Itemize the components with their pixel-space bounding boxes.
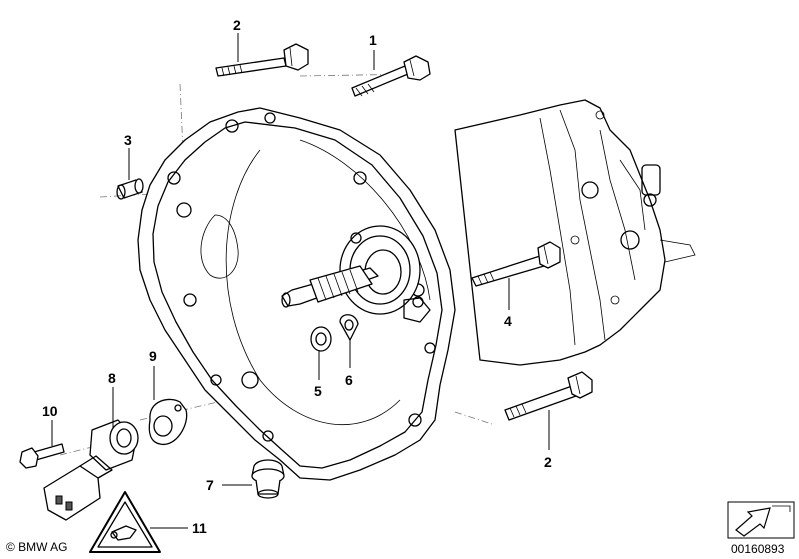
callout-11: 11 [192, 520, 207, 536]
callout-7: 7 [206, 477, 214, 493]
callout-6: 6 [345, 372, 353, 388]
input-shaft [281, 265, 379, 308]
callout-5: 5 [314, 383, 322, 399]
plug-7 [251, 459, 285, 499]
dowel-sleeve-3 [116, 178, 144, 200]
sensor-8 [43, 419, 139, 521]
transmission-housing [137, 99, 696, 481]
callout-2-top: 2 [233, 17, 241, 33]
callouts: 1 2 2 3 4 5 6 7 8 9 10 11 [42, 17, 552, 536]
callout-9: 9 [149, 348, 157, 364]
nut-5 [310, 326, 332, 352]
bolt-2-top [215, 43, 309, 77]
bolt-2-bottom [504, 371, 593, 421]
leader-lines [51, 33, 550, 529]
bolt-1 [351, 55, 431, 97]
gasket-9 [148, 398, 188, 445]
diagram-number: 00160893 [731, 542, 785, 556]
seal-6 [339, 314, 359, 341]
callout-10: 10 [42, 403, 58, 419]
copyright-text: © BMW AG [6, 540, 68, 554]
bolt-10 [19, 443, 65, 469]
callout-8: 8 [108, 370, 116, 386]
flange-bosses [167, 112, 436, 442]
warning-label-11 [89, 491, 161, 553]
callout-4: 4 [504, 313, 512, 329]
callout-2-bottom: 2 [544, 454, 552, 470]
callout-3: 3 [124, 132, 132, 148]
view-direction-icon [727, 501, 795, 539]
callout-1: 1 [369, 32, 377, 48]
bolt-4 [471, 241, 561, 287]
